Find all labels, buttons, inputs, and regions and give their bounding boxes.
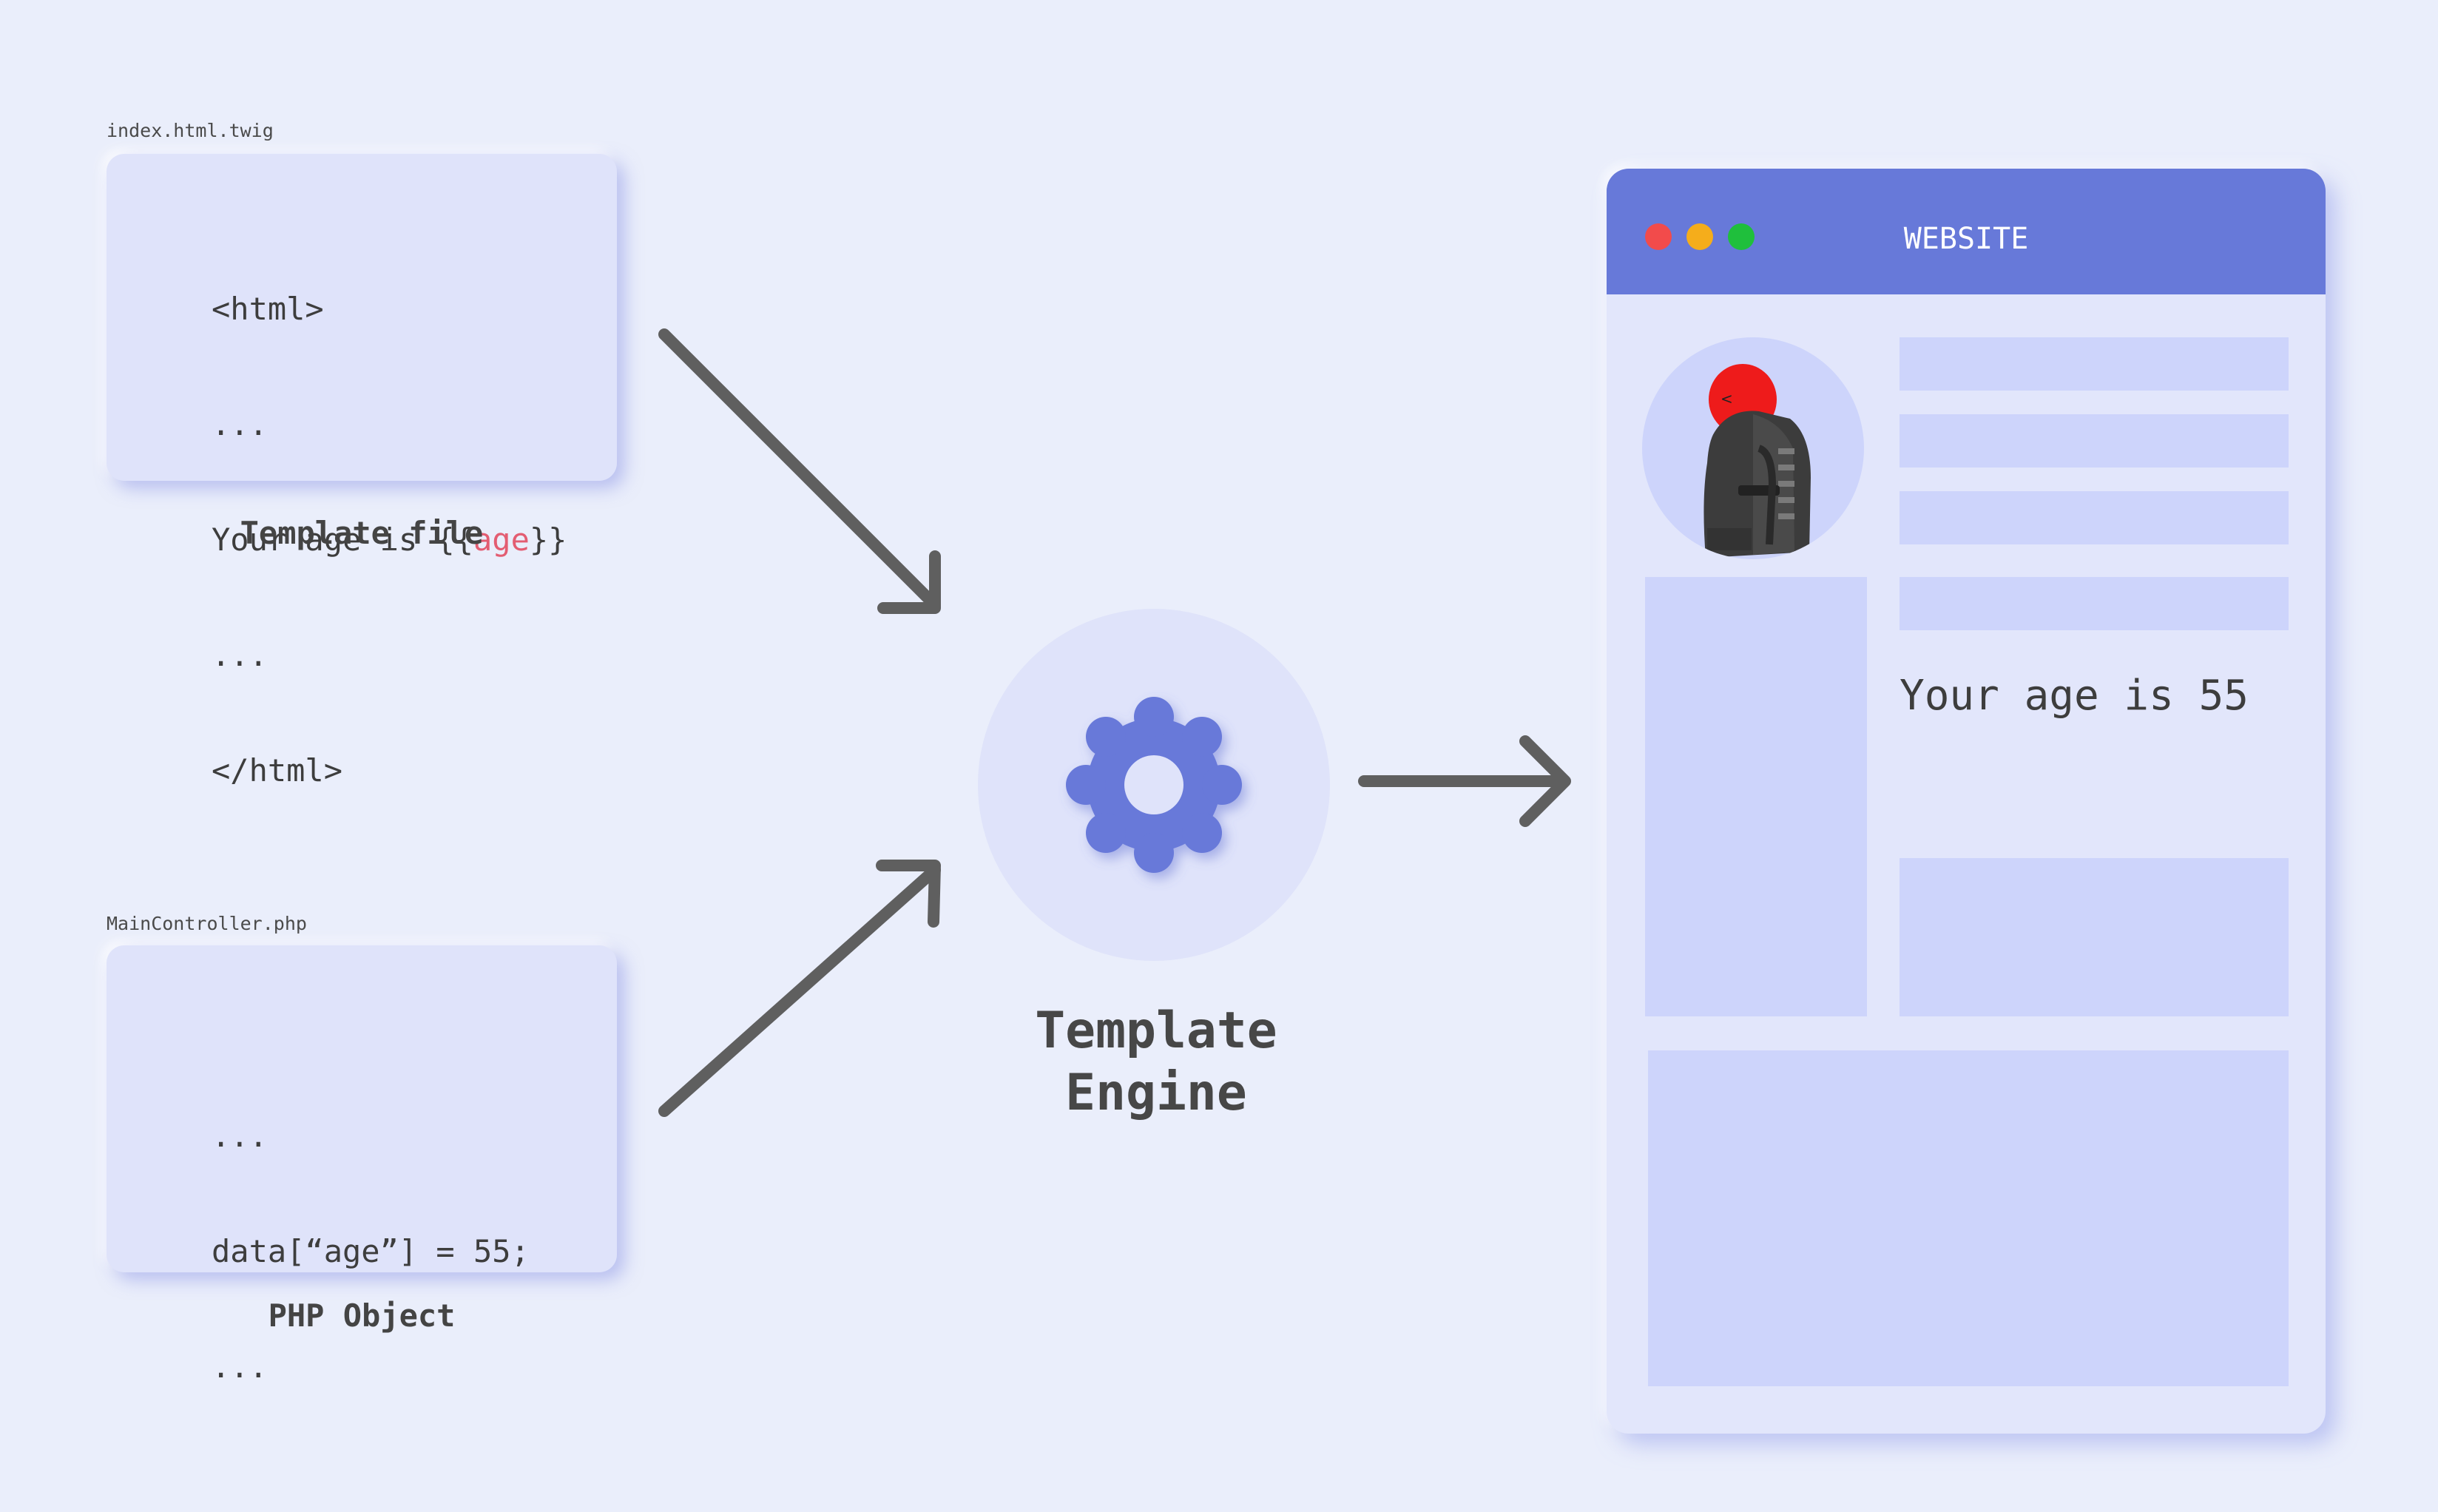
code-line: ... (212, 1349, 268, 1385)
engine-title-line: Engine (1065, 1064, 1247, 1122)
svg-text:<: < (1721, 390, 1733, 408)
code-line: ... (212, 637, 268, 673)
header-placeholder (1900, 337, 2289, 391)
browser-title: WEBSITE (1903, 222, 2029, 256)
minimize-dot[interactable] (1686, 223, 1713, 250)
avatar: < (1642, 337, 1864, 559)
backpack-icon: < (1703, 364, 1811, 558)
php-object-caption: PHP Object (268, 1297, 456, 1334)
content-placeholder (1900, 858, 2289, 1016)
engine-circle (978, 609, 1330, 961)
browser-title-bar: WEBSITE (1607, 169, 2326, 294)
template-code: <html> ... Your age is {{age}} ... </htm… (212, 213, 567, 867)
engine-title: Template Engine (934, 1000, 1378, 1124)
php-object-card: ... data[“age”] = 55; ... (107, 945, 617, 1385)
template-file-card: <html> ... Your age is {{age}} ... </htm… (107, 154, 617, 789)
header-placeholder (1900, 414, 2289, 468)
footer-placeholder (1648, 1050, 2289, 1386)
website-window: WEBSITE < Your age is 55 (1607, 169, 2326, 1434)
template-file-caption: Template file (240, 515, 484, 551)
code-line: <html> (212, 291, 324, 327)
code-line: data[“age”] = 55; (212, 1233, 530, 1269)
content-placeholder (1900, 577, 2289, 630)
arrow-php-to-engine (658, 860, 941, 1117)
code-line: </html> (212, 752, 343, 789)
code-line: ... (212, 406, 268, 442)
rendered-age-text: Your age is 55 (1900, 672, 2249, 720)
code-line: Your age is {{age}} (212, 522, 567, 558)
arrow-template-to-engine (658, 328, 941, 614)
engine-title-line: Template (1035, 1002, 1277, 1060)
close-dot[interactable] (1645, 223, 1672, 250)
code-line: ... (212, 1118, 268, 1154)
php-code: ... data[“age”] = 55; ... (212, 1040, 530, 1463)
php-filename: MainController.php (107, 913, 307, 934)
template-filename: index.html.twig (107, 120, 274, 141)
maximize-dot[interactable] (1728, 223, 1755, 250)
age-variable: age (473, 522, 530, 558)
header-placeholder (1900, 491, 2289, 544)
arrow-engine-to-website (1358, 735, 1571, 827)
sidebar-placeholder (1645, 577, 1867, 1016)
gear-icon (1066, 697, 1242, 873)
